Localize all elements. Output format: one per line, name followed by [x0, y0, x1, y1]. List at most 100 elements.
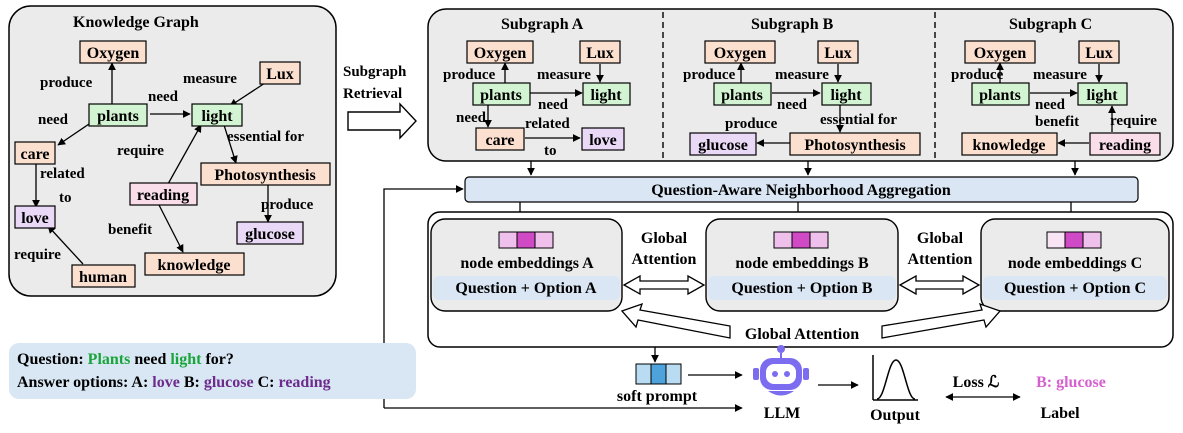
svg-text:light: light [201, 108, 233, 125]
embedding-box-c: node embeddings C Question + Option C [980, 218, 1170, 312]
subgraph-a-title: Subgraph A [501, 16, 584, 33]
svg-text:Question + Option B: Question + Option B [731, 280, 872, 297]
global-attention-bc: Global Attention [898, 230, 981, 296]
output-distribution-icon [872, 355, 918, 401]
svg-text:Oxygen: Oxygen [87, 45, 140, 62]
subgraph-a: Subgraph A Oxygen Lux produce measure pl… [443, 16, 631, 159]
svg-text:produce: produce [951, 67, 1004, 83]
svg-text:human: human [79, 269, 127, 286]
kg-node-plants: plants [88, 103, 148, 127]
svg-text:node embeddings A: node embeddings A [460, 255, 594, 272]
question-box: Question: Plants need light for? Answer … [9, 343, 416, 399]
loss-label: Loss ℒ [953, 374, 1000, 391]
kg-node-love: love [14, 205, 56, 229]
kg-node-photosynthesis: Photosynthesis [200, 162, 331, 186]
svg-text:essential for: essential for [820, 112, 897, 128]
kg-node-human: human [71, 264, 136, 288]
svg-text:love: love [21, 210, 49, 227]
svg-text:Attention: Attention [908, 251, 973, 268]
svg-text:need: need [538, 97, 569, 113]
sub-a-node-care: care [485, 132, 514, 149]
question-text: Question: Plants need light for? [17, 351, 234, 368]
kg-title: Knowledge Graph [73, 14, 199, 31]
svg-text:soft prompt: soft prompt [617, 388, 698, 405]
svg-text:need: need [456, 110, 487, 126]
kg-node-care: care [14, 141, 56, 165]
sub-c-node-oxygen: Oxygen [974, 45, 1027, 62]
sub-c-node-plants: plants [979, 87, 1021, 104]
edge-label-require: require [117, 143, 164, 159]
sub-a-node-love: love [589, 132, 617, 149]
kg-edge-labels: produce measure need need related to req… [14, 71, 314, 263]
svg-text:Global Attention: Global Attention [745, 326, 859, 343]
edge-label-produce: produce [261, 197, 314, 213]
answer-options-text: Answer options: A: love B: glucose C: re… [17, 374, 331, 391]
llm-label: LLM [764, 405, 800, 422]
edge-label-require: require [14, 247, 61, 263]
kg-node-oxygen: Oxygen [79, 40, 147, 64]
subgraph-retrieval: Subgraph Retrieval [343, 64, 417, 140]
svg-text:plants: plants [97, 108, 139, 125]
svg-text:Photosynthesis: Photosynthesis [214, 167, 315, 184]
subgraph-c: Subgraph C Oxygen Lux produce measure pl… [951, 16, 1161, 156]
svg-text:glucose: glucose [245, 226, 295, 243]
sub-a-node-oxygen: Oxygen [474, 45, 527, 62]
kg-node-knowledge: knowledge [144, 252, 245, 276]
feedback-line [383, 185, 743, 412]
kg-edges [32, 62, 272, 265]
svg-text:measure: measure [537, 67, 591, 83]
svg-text:to: to [544, 143, 557, 159]
aggregation-bar: Question-Aware Neighborhood Aggregation [464, 176, 1139, 203]
svg-text:knowledge: knowledge [158, 257, 231, 274]
sub-c-node-light: light [1086, 87, 1118, 104]
svg-text:need: need [1035, 97, 1066, 113]
sub-c-node-lux: Lux [1085, 45, 1113, 62]
llm-robot-icon [753, 345, 809, 396]
svg-text:produce: produce [683, 67, 736, 83]
svg-text:reading: reading [137, 187, 189, 204]
output-label: Output [870, 407, 920, 424]
edge-label-essential: essential for [227, 129, 304, 145]
svg-text:Retrieval: Retrieval [343, 86, 402, 102]
kg-node-reading: reading [129, 182, 198, 206]
edge-label-to: to [59, 190, 72, 206]
svg-text:need: need [777, 97, 808, 113]
subgraph-to-aggregation-arrows [527, 161, 1079, 176]
svg-text:node embeddings B: node embeddings B [735, 255, 869, 272]
sub-c-node-reading: reading [1099, 137, 1151, 154]
sub-b-node-oxygen: Oxygen [714, 45, 767, 62]
sub-b-node-lux: Lux [824, 45, 852, 62]
edge-label-need: need [148, 89, 179, 105]
kg-node-glucose: glucose [236, 221, 304, 245]
svg-text:related: related [525, 116, 570, 132]
global-attention-ab: Global Attention [622, 230, 706, 296]
soft-prompt: soft prompt [617, 363, 698, 405]
svg-text:Attention: Attention [632, 251, 697, 268]
label-caption: Label [1040, 405, 1080, 422]
svg-text:measure: measure [1033, 67, 1087, 83]
edge-label-produce: produce [40, 75, 93, 91]
sub-c-node-knowledge: knowledge [973, 137, 1046, 154]
edge-label-benefit: benefit [108, 222, 152, 238]
embedding-box-b: node embeddings B Question + Option B [705, 218, 899, 312]
kg-node-light: light [191, 103, 243, 127]
svg-text:benefit: benefit [1035, 114, 1079, 130]
sub-a-node-light: light [590, 87, 622, 104]
svg-text:Question-Aware Neighborhood Ag: Question-Aware Neighborhood Aggregation [651, 182, 951, 199]
svg-text:Question + Option A: Question + Option A [455, 280, 597, 297]
knowledge-graph-panel: Knowledge Graph Oxygen Lux plants [8, 5, 337, 297]
svg-text:measure: measure [775, 67, 829, 83]
svg-text:Global: Global [641, 230, 688, 247]
sub-b-node-photosynthesis: Photosynthesis [804, 137, 905, 154]
svg-text:care: care [20, 146, 49, 163]
retrieval-arrow [347, 102, 417, 140]
label-value: B: glucose [1036, 374, 1106, 391]
global-attention-bottom: Global Attention [620, 302, 1002, 343]
svg-text:produce: produce [725, 116, 778, 132]
sub-a-node-plants: plants [480, 87, 522, 104]
edge-label-related: related [40, 166, 85, 182]
sub-b-node-light: light [830, 87, 862, 104]
subgraph-c-title: Subgraph C [1009, 16, 1092, 33]
svg-text:produce: produce [443, 67, 496, 83]
